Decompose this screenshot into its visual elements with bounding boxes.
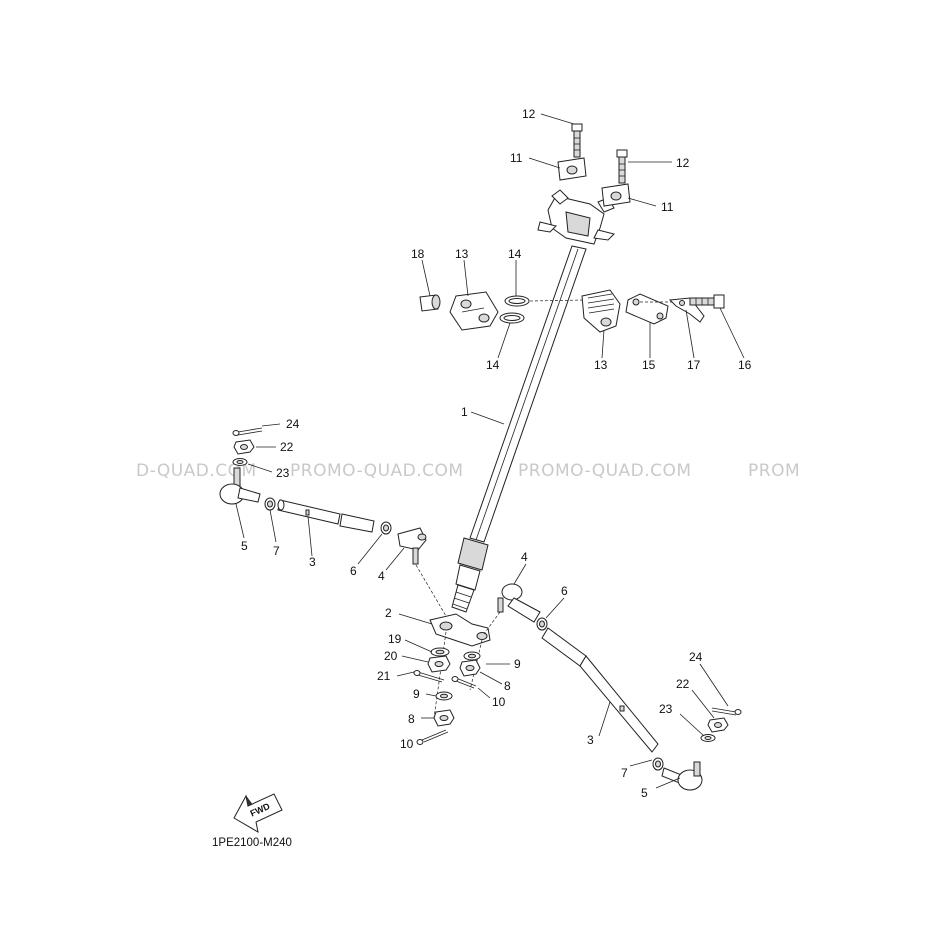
washer-9-lower [435, 691, 453, 701]
callout-6-right: 6 [561, 584, 568, 598]
callouts: 12 12 11 11 18 13 14 14 13 15 17 16 1 24… [241, 107, 752, 800]
callout-12-left: 12 [522, 107, 536, 121]
watermark-text-2: PROMO-QUAD.COM [290, 461, 464, 481]
callout-14-upper: 14 [508, 247, 522, 261]
callout-7-left: 7 [273, 544, 280, 558]
callout-22-left: 22 [280, 440, 294, 454]
callout-3-right: 3 [587, 733, 594, 747]
callout-15: 15 [642, 358, 656, 372]
tie-rod-right [541, 627, 659, 753]
pitman-arm [429, 613, 491, 647]
callout-3-left: 3 [309, 555, 316, 569]
tie-rod-end-left-outer [219, 467, 261, 505]
watermark-text-1: D-QUAD.COM [136, 461, 257, 481]
nut-22-left [233, 439, 255, 455]
oil-seal-lower [499, 312, 525, 324]
callout-5-right: 5 [641, 786, 648, 800]
callout-12-right: 12 [676, 156, 690, 170]
locknut-6-right [536, 617, 548, 631]
holder-plate [625, 293, 669, 325]
callout-8-lower: 8 [408, 712, 415, 726]
watermark: D-QUAD.COM PROMO-QUAD.COM PROMO-QUAD.COM… [136, 461, 800, 481]
clamp-bolt-right [616, 149, 628, 184]
locknut-7-left [264, 497, 276, 511]
handlebar-clamp-right [601, 183, 631, 207]
callout-5-left: 5 [241, 539, 248, 553]
nut-8-lower [433, 709, 455, 727]
shaft-holder-left [449, 291, 499, 331]
shaft-holder-right [581, 289, 621, 333]
steering-shaft [451, 245, 587, 613]
callout-10-lower: 10 [400, 737, 414, 751]
cotter-pin-21 [413, 670, 445, 683]
washer-23-left [232, 458, 248, 466]
holder-bolt [689, 294, 725, 309]
locknut-6-left [380, 521, 392, 535]
cotter-pin-10-upper [451, 676, 477, 689]
callout-8-upper: 8 [504, 679, 511, 693]
tie-rod-end-right-inner [497, 583, 541, 623]
callout-23-right: 23 [659, 702, 673, 716]
callout-6-left: 6 [350, 564, 357, 578]
callout-7-right: 7 [621, 766, 628, 780]
collar [419, 294, 441, 312]
callout-11-left: 11 [510, 151, 523, 165]
callout-9-upper: 9 [514, 657, 521, 671]
oil-seal-upper [504, 295, 530, 307]
callout-17: 17 [687, 358, 701, 372]
leader-lines [235, 113, 745, 789]
callout-9-lower: 9 [413, 687, 420, 701]
callout-19: 19 [388, 632, 402, 646]
callout-24-left: 24 [286, 417, 300, 431]
tie-rod-end-right-outer [661, 761, 703, 791]
callout-21: 21 [377, 669, 391, 683]
callout-24-right: 24 [689, 650, 703, 664]
callout-4-right: 4 [521, 550, 528, 564]
callout-14-lower: 14 [486, 358, 500, 372]
callout-20: 20 [384, 649, 398, 663]
watermark-text-4: PROM [748, 461, 800, 481]
handlebar-clamp-left [557, 157, 587, 181]
locknut-7-right [652, 757, 664, 771]
cotter-pin-24-right [711, 707, 742, 716]
callout-23-left: 23 [276, 466, 290, 480]
callout-11-right: 11 [661, 200, 674, 214]
callout-16: 16 [738, 358, 752, 372]
callout-13-left: 13 [455, 247, 469, 261]
callout-4-left: 4 [378, 569, 385, 583]
callout-1: 1 [461, 405, 468, 419]
callout-2: 2 [385, 606, 392, 620]
callout-22-right: 22 [676, 677, 690, 691]
cotter-pin-24-left [232, 427, 263, 436]
washer-23-right [700, 734, 716, 742]
nut-22-right [707, 717, 729, 733]
upper-bracket [537, 189, 615, 245]
nut-8-upper [459, 659, 481, 677]
washer-9-upper [463, 651, 481, 661]
callout-18: 18 [411, 247, 425, 261]
watermark-text-3: PROMO-QUAD.COM [518, 461, 692, 481]
diagram-code: 1PE2100-M240 [212, 837, 292, 849]
forward-arrow-icon: FWD [233, 793, 283, 833]
washer-19 [430, 647, 450, 657]
cotter-pin-10-lower [416, 729, 449, 745]
callout-10-upper: 10 [492, 695, 506, 709]
nut-20 [427, 655, 451, 673]
tie-rod-left [277, 499, 375, 533]
tie-rod-end-left-inner [397, 527, 427, 565]
callout-13-right: 13 [594, 358, 608, 372]
clamp-bolt-left [571, 123, 583, 158]
